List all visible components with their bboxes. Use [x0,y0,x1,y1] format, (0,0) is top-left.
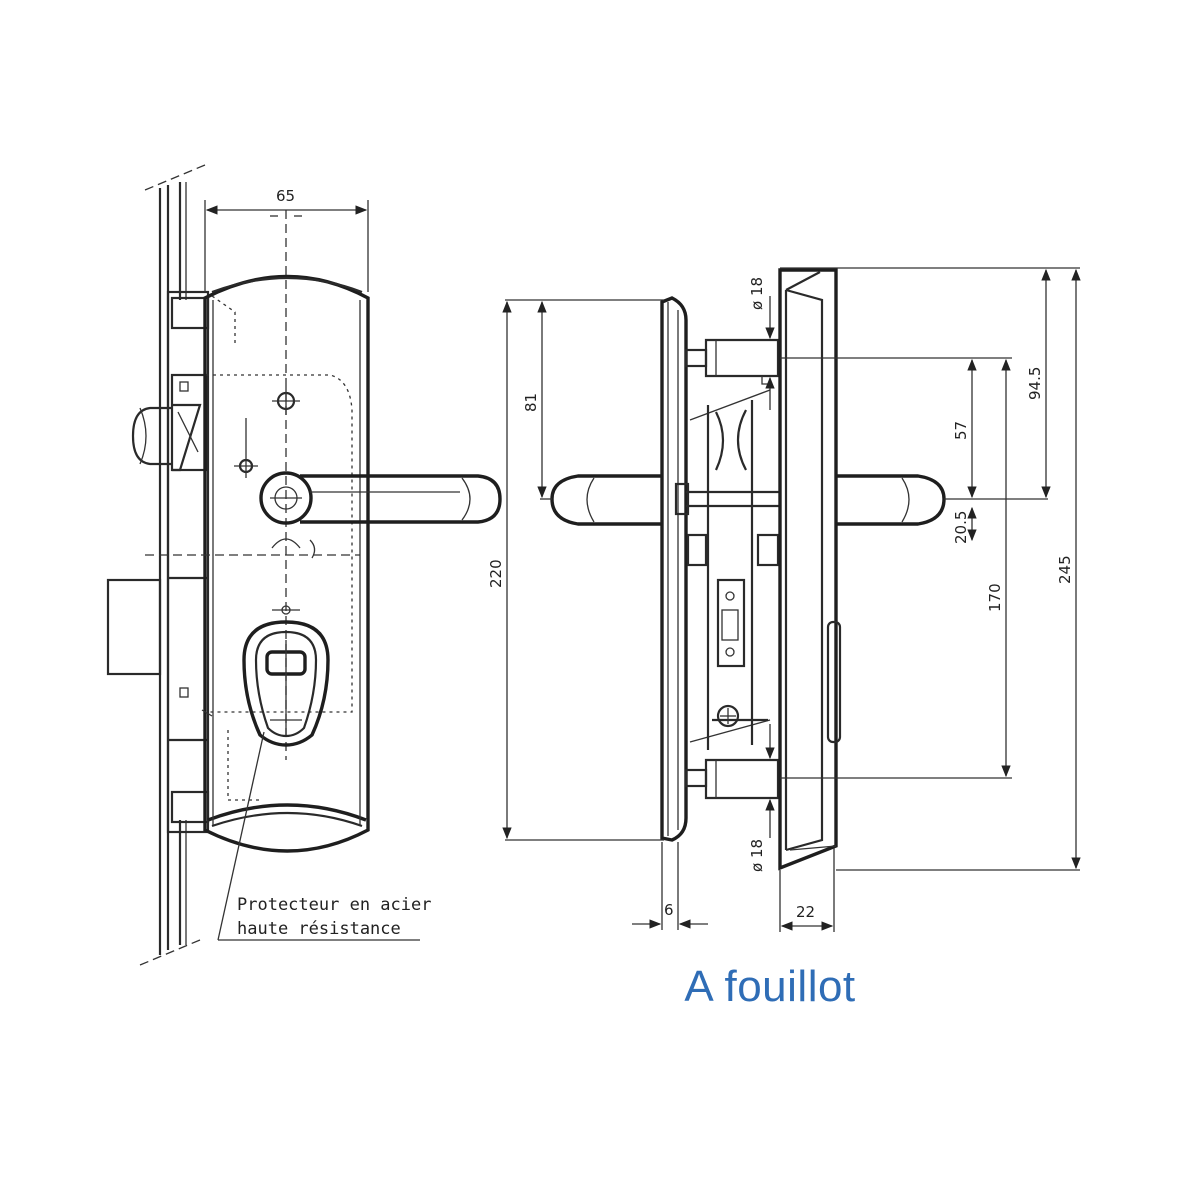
escutcheon-plate [203,274,370,853]
lock-body [686,389,780,750]
dim-94-5-label: 94.5 [1026,367,1044,400]
dimension-81: 81 [522,300,547,499]
dimension-20-5: 20.5 [952,506,977,544]
latch-bolt [131,403,202,472]
screw-marks [234,387,300,615]
cylinder-protector [242,538,330,747]
fixing-stud-top [684,338,780,385]
dim-245-label: 245 [1056,555,1074,584]
dimension-22: 22 [780,903,834,931]
dim-65-label: 65 [276,187,295,205]
dimension-220: 220 [487,300,512,840]
dim-18-top-label: ø 18 [748,277,766,310]
note-line-2: haute résistance [237,919,401,939]
outer-plate [778,268,842,871]
note-line-1: Protecteur en acier [237,895,431,915]
side-handle-left [550,474,662,526]
inner-plate [660,296,688,842]
dim-57-label: 57 [952,421,970,440]
dim-18-bottom-label: ø 18 [748,839,766,872]
dimension-18-bottom: ø 18 [748,724,775,872]
spindle [674,482,780,516]
dim-170-label: 170 [986,583,1004,612]
dimension-245: 245 [1056,268,1081,870]
dead-bolt [106,578,162,676]
dimension-65: 65 [204,187,369,292]
dim-20-5-label: 20.5 [952,511,970,544]
dimension-94-5: 94.5 [1026,268,1051,499]
lever-handle [259,471,502,525]
diagram-caption: A fouillot [684,962,856,1011]
hidden-outline [145,295,360,801]
protector-note: Protecteur en acier haute résistance [217,731,431,941]
door-edge [139,164,206,966]
dim-220-label: 220 [487,559,505,588]
fixing-stud-bottom [684,758,780,800]
side-handle-right [836,474,946,526]
extension-lines [505,267,1080,932]
dimension-57: 57 [952,358,977,499]
dimension-6: 6 [632,901,708,929]
front-view: Protecteur en acier haute résistance 65 [106,164,502,966]
dim-81-label: 81 [522,393,540,412]
side-view: 81 220 ø 18 ø 18 57 94.5 [487,267,1081,932]
dim-22-label: 22 [796,903,815,921]
dim-6-label: 6 [664,901,674,919]
lock-case [166,290,210,834]
dimension-18-top: ø 18 [748,277,775,410]
dimension-170: 170 [986,358,1011,778]
